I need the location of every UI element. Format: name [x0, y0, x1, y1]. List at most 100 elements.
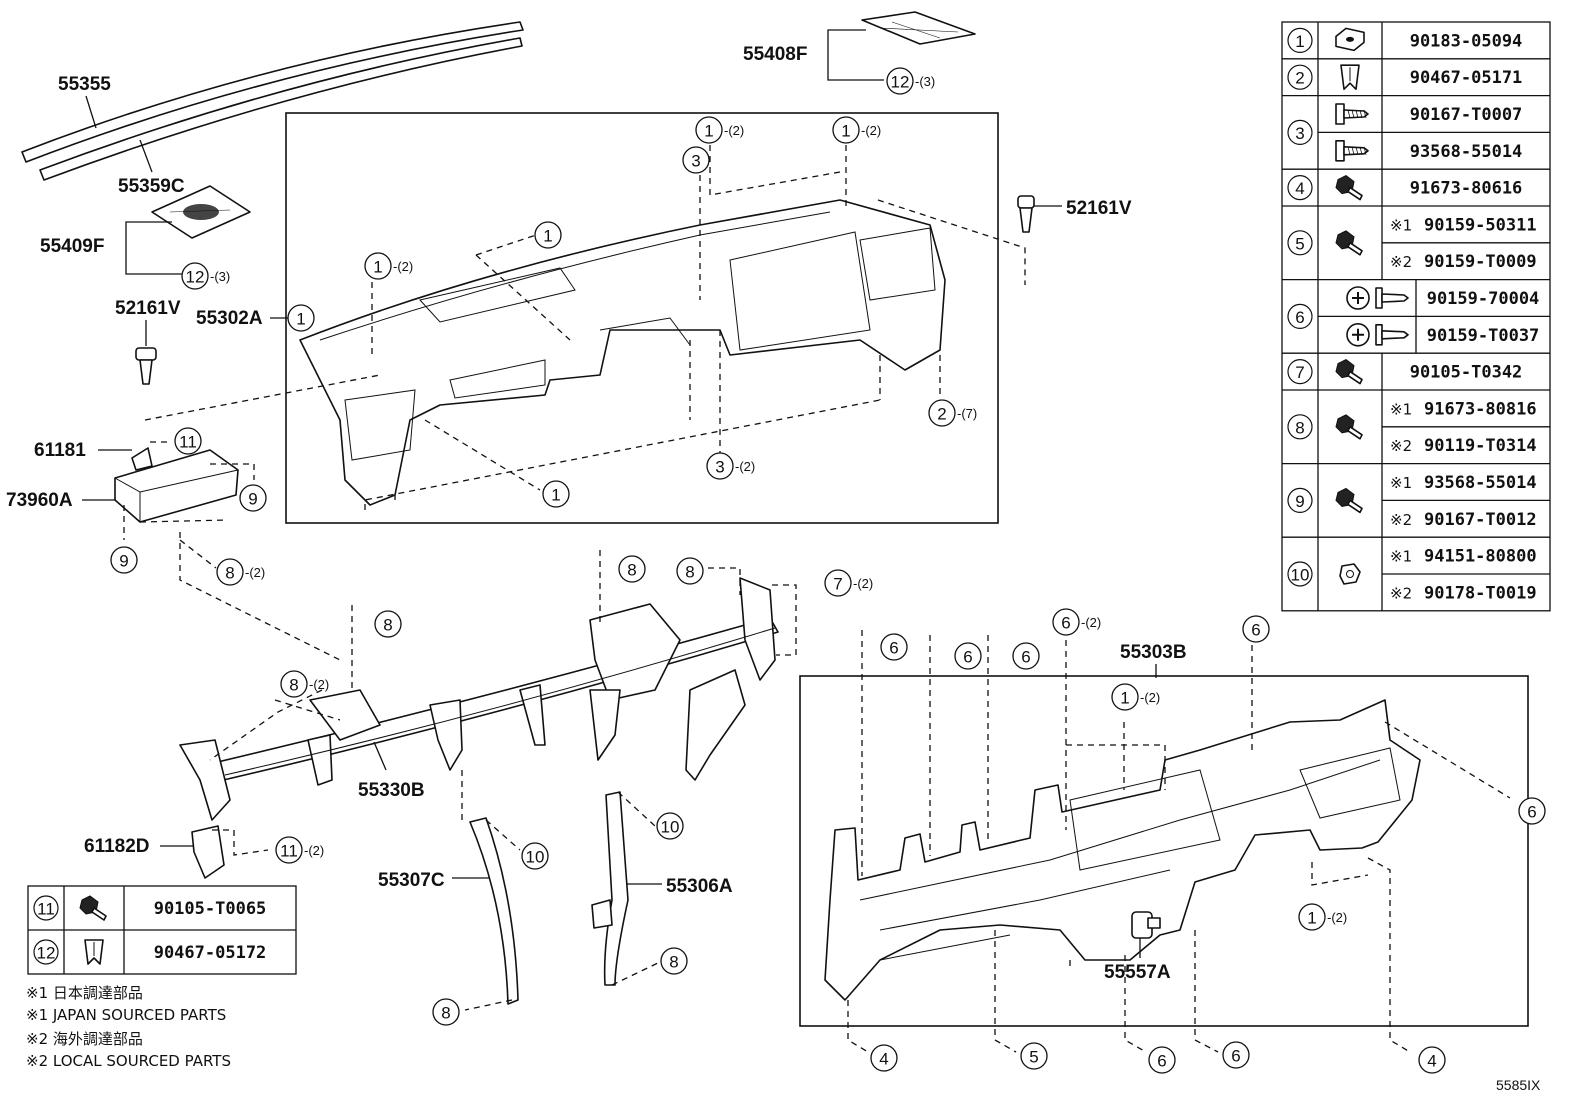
callout-10[interactable]: 10 [656, 812, 684, 840]
callout-6[interactable]: 6-(2) [1052, 608, 1101, 636]
callout-8[interactable]: 8-(2) [280, 670, 329, 698]
fastener-part-number[interactable]: 90105-T0342 [1410, 363, 1523, 383]
part-label-55303b[interactable]: 55303B [1120, 642, 1187, 663]
callout-6[interactable]: 6 [1518, 797, 1546, 825]
callout-1[interactable]: 1 [287, 304, 315, 332]
part-label-55408f[interactable]: 55408F [743, 44, 807, 65]
part-label-61182d[interactable]: 61182D [84, 836, 150, 857]
callout-11[interactable]: 11 [174, 427, 202, 455]
callout-7[interactable]: 7-(2) [824, 569, 873, 597]
callout-1[interactable]: 1-(2) [832, 116, 881, 144]
callout-8[interactable]: 8 [660, 947, 688, 975]
callout-5[interactable]: 5 [1020, 1042, 1048, 1070]
callout-11[interactable]: 11-(2) [275, 836, 324, 864]
panel-reinforcement-beam[interactable] [179, 577, 779, 821]
callout-8[interactable]: 8 [374, 610, 402, 638]
callout-8[interactable]: 8 [618, 555, 646, 583]
push-rivet-right[interactable] [1017, 195, 1035, 233]
fastener-ref: 2 [1295, 69, 1304, 88]
panel-brace-right[interactable] [591, 791, 629, 986]
callout-12[interactable]: 12-(3) [181, 262, 230, 290]
push-rivet-left[interactable] [135, 347, 157, 385]
fastener-part-number[interactable]: 94151-80800 [1424, 547, 1537, 567]
callout-1[interactable]: 1-(2) [1111, 683, 1160, 711]
fastener-part-number[interactable]: 90467-05171 [1410, 68, 1523, 88]
fastener-part-number[interactable]: 90159-50311 [1424, 215, 1537, 235]
callout-1[interactable]: 1-(2) [364, 252, 413, 280]
speaker-grille-right[interactable] [861, 11, 976, 45]
fastener-part-number[interactable]: 90167-T0012 [1424, 510, 1537, 530]
callout-10[interactable]: 10 [521, 842, 549, 870]
callout-6[interactable]: 6 [880, 633, 908, 661]
fastener-part-number[interactable]: 90467-05172 [154, 943, 267, 963]
fastener-part-number[interactable]: 90183-05094 [1410, 31, 1523, 51]
callout-2[interactable]: 2-(7) [928, 399, 977, 427]
instrument-panel-lower[interactable] [824, 699, 1421, 1001]
callout-12[interactable]: 12-(3) [886, 67, 935, 95]
part-label-55302a[interactable]: 55302A [196, 308, 263, 329]
callout-6[interactable]: 6 [1242, 615, 1270, 643]
part-label-55355[interactable]: 55355 [58, 74, 111, 95]
instrument-panel-upper[interactable] [299, 199, 946, 506]
part-label-55359c[interactable]: 55359C [118, 176, 185, 197]
fastener-ref: 8 [1295, 418, 1304, 437]
ac-sensor[interactable] [1131, 911, 1161, 939]
reinforcement-bracket[interactable] [191, 825, 225, 879]
fastener-part-number[interactable]: 90119-T0314 [1424, 436, 1537, 456]
part-label-55409f[interactable]: 55409F [40, 236, 104, 257]
fastener-part-number[interactable]: 90167-T0007 [1410, 105, 1523, 125]
callout-3[interactable]: 3-(2) [706, 452, 755, 480]
fastener-part-number[interactable]: 90105-T0065 [154, 899, 267, 919]
callout-8[interactable]: 8 [676, 557, 704, 585]
callout-6[interactable]: 6 [1148, 1046, 1176, 1074]
callout-1[interactable]: 1 [534, 221, 562, 249]
fastener-part-number[interactable]: 93568-55014 [1424, 473, 1537, 493]
callout-4[interactable]: 4 [1418, 1046, 1446, 1074]
callout-8[interactable]: 8-(2) [216, 558, 265, 586]
callout-6[interactable]: 6 [954, 642, 982, 670]
fastener-part-number[interactable]: 93568-55014 [1410, 142, 1523, 162]
part-label-73960a[interactable]: 73960A [6, 490, 73, 511]
fastener-part-number[interactable]: 91673-80816 [1424, 399, 1537, 419]
panel-brace-left[interactable] [469, 817, 519, 1005]
callout-3[interactable]: 3 [682, 146, 710, 174]
callout-1[interactable]: 1-(2) [1298, 903, 1347, 931]
part-label-52161v-right[interactable]: 52161V [1066, 198, 1132, 219]
callout-1[interactable]: 1-(2) [695, 116, 744, 144]
push-clip-icon [1340, 64, 1360, 90]
defroster-nozzle-strip[interactable] [21, 21, 524, 181]
fastener-part-number[interactable]: 90159-T0037 [1427, 326, 1540, 346]
part-label-55307c[interactable]: 55307C [378, 870, 445, 891]
part-label-55557a[interactable]: 55557A [1104, 962, 1171, 983]
callout-6[interactable]: 6 [1222, 1041, 1250, 1069]
callout-6[interactable]: 6 [1012, 642, 1040, 670]
callout-9[interactable]: 9 [239, 484, 267, 512]
airbag-bracket[interactable] [131, 447, 153, 471]
callout-9[interactable]: 9 [110, 546, 138, 574]
part-label-55306a[interactable]: 55306A [666, 876, 733, 897]
fastener-part-number[interactable]: 90159-70004 [1427, 289, 1540, 309]
fastener-part-number[interactable]: 90159-T0009 [1424, 252, 1537, 272]
callout-1[interactable]: 1 [542, 480, 570, 508]
fastener-row-2[interactable]: 2 90467-05171 [1282, 58, 1550, 96]
speaker-grille-left[interactable] [151, 185, 251, 239]
fastener-part-number[interactable]: 90178-T0019 [1424, 583, 1537, 603]
part-label-55330b[interactable]: 55330B [358, 780, 425, 801]
part-label-61181[interactable]: 61181 [34, 440, 86, 461]
part-label-52161v-left[interactable]: 52161V [115, 298, 181, 319]
fastener-part-number[interactable]: 91673-80616 [1410, 179, 1523, 199]
callout-4[interactable]: 4 [870, 1044, 898, 1072]
callout-8[interactable]: 8 [432, 998, 460, 1026]
